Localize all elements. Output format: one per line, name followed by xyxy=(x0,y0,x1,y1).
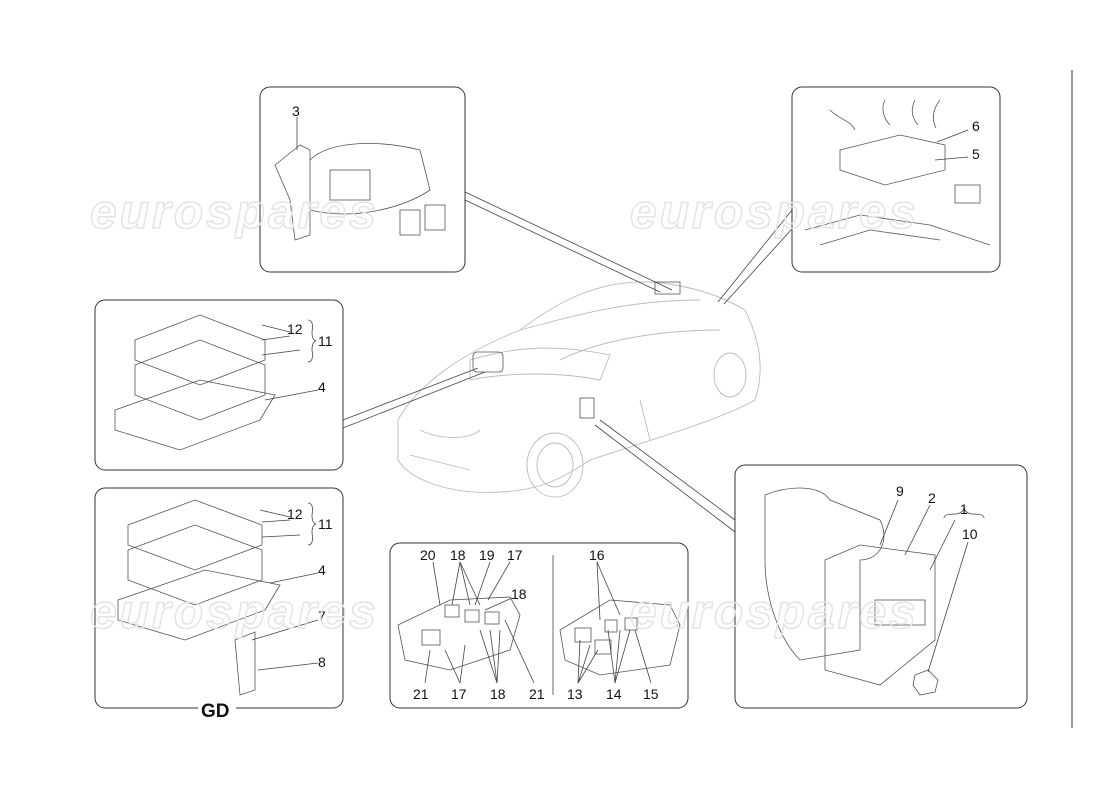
part-label: 21 xyxy=(529,686,545,702)
fusebox-on-car xyxy=(579,397,595,419)
car-illustration xyxy=(397,281,761,498)
panel-relay-bracket: 3 xyxy=(259,86,466,273)
relay-on-car xyxy=(654,281,681,295)
part-label: 17 xyxy=(507,547,523,563)
part-label: 11 xyxy=(318,516,333,532)
part-label: 7 xyxy=(318,608,326,624)
part-label: 13 xyxy=(567,686,583,702)
panel-ecu-assembly: 12 11 4 xyxy=(94,299,344,471)
part-label: 4 xyxy=(318,379,326,395)
panel-control-unit: 6 5 xyxy=(791,86,1001,273)
part-label: 3 xyxy=(292,103,300,119)
part-label: 21 xyxy=(413,686,429,702)
part-label: 10 xyxy=(962,526,978,542)
part-label: 19 xyxy=(479,547,495,563)
part-label: 16 xyxy=(589,547,605,563)
part-label: 5 xyxy=(972,146,980,162)
svg-text:eurospares: eurospares xyxy=(630,586,919,639)
part-label: 15 xyxy=(643,686,659,702)
svg-text:eurospares: eurospares xyxy=(90,586,379,639)
part-label: 17 xyxy=(451,686,467,702)
svg-text:eurospares: eurospares xyxy=(90,186,379,239)
part-label: 6 xyxy=(972,118,980,134)
panel-relay-boxes: 20 18 19 17 18 21 17 18 21 16 13 14 15 xyxy=(389,542,689,709)
part-label: 8 xyxy=(318,654,326,670)
panel-fuse-box: 9 2 1 10 xyxy=(734,464,1028,709)
part-label: 1 xyxy=(960,501,968,517)
part-label: 12 xyxy=(287,321,303,337)
panel-title: GD xyxy=(201,701,230,722)
part-label: 9 xyxy=(896,483,904,499)
part-label: 18 xyxy=(490,686,506,702)
part-label: 14 xyxy=(606,686,622,702)
part-label: 18 xyxy=(450,547,466,563)
part-label: 2 xyxy=(928,490,936,506)
part-label: 4 xyxy=(318,562,326,578)
panel-ecu-assembly-gd: 12 11 4 7 8 GD xyxy=(94,487,344,722)
part-label: 20 xyxy=(420,547,436,563)
part-label: 11 xyxy=(318,333,333,349)
ecu-on-car xyxy=(472,351,504,373)
callout-lines xyxy=(342,191,801,533)
part-label: 18 xyxy=(511,586,527,602)
part-label: 12 xyxy=(287,506,303,522)
watermark: eurospares eurospares eurospares eurospa… xyxy=(89,185,919,640)
svg-text:eurospares: eurospares xyxy=(630,186,919,239)
